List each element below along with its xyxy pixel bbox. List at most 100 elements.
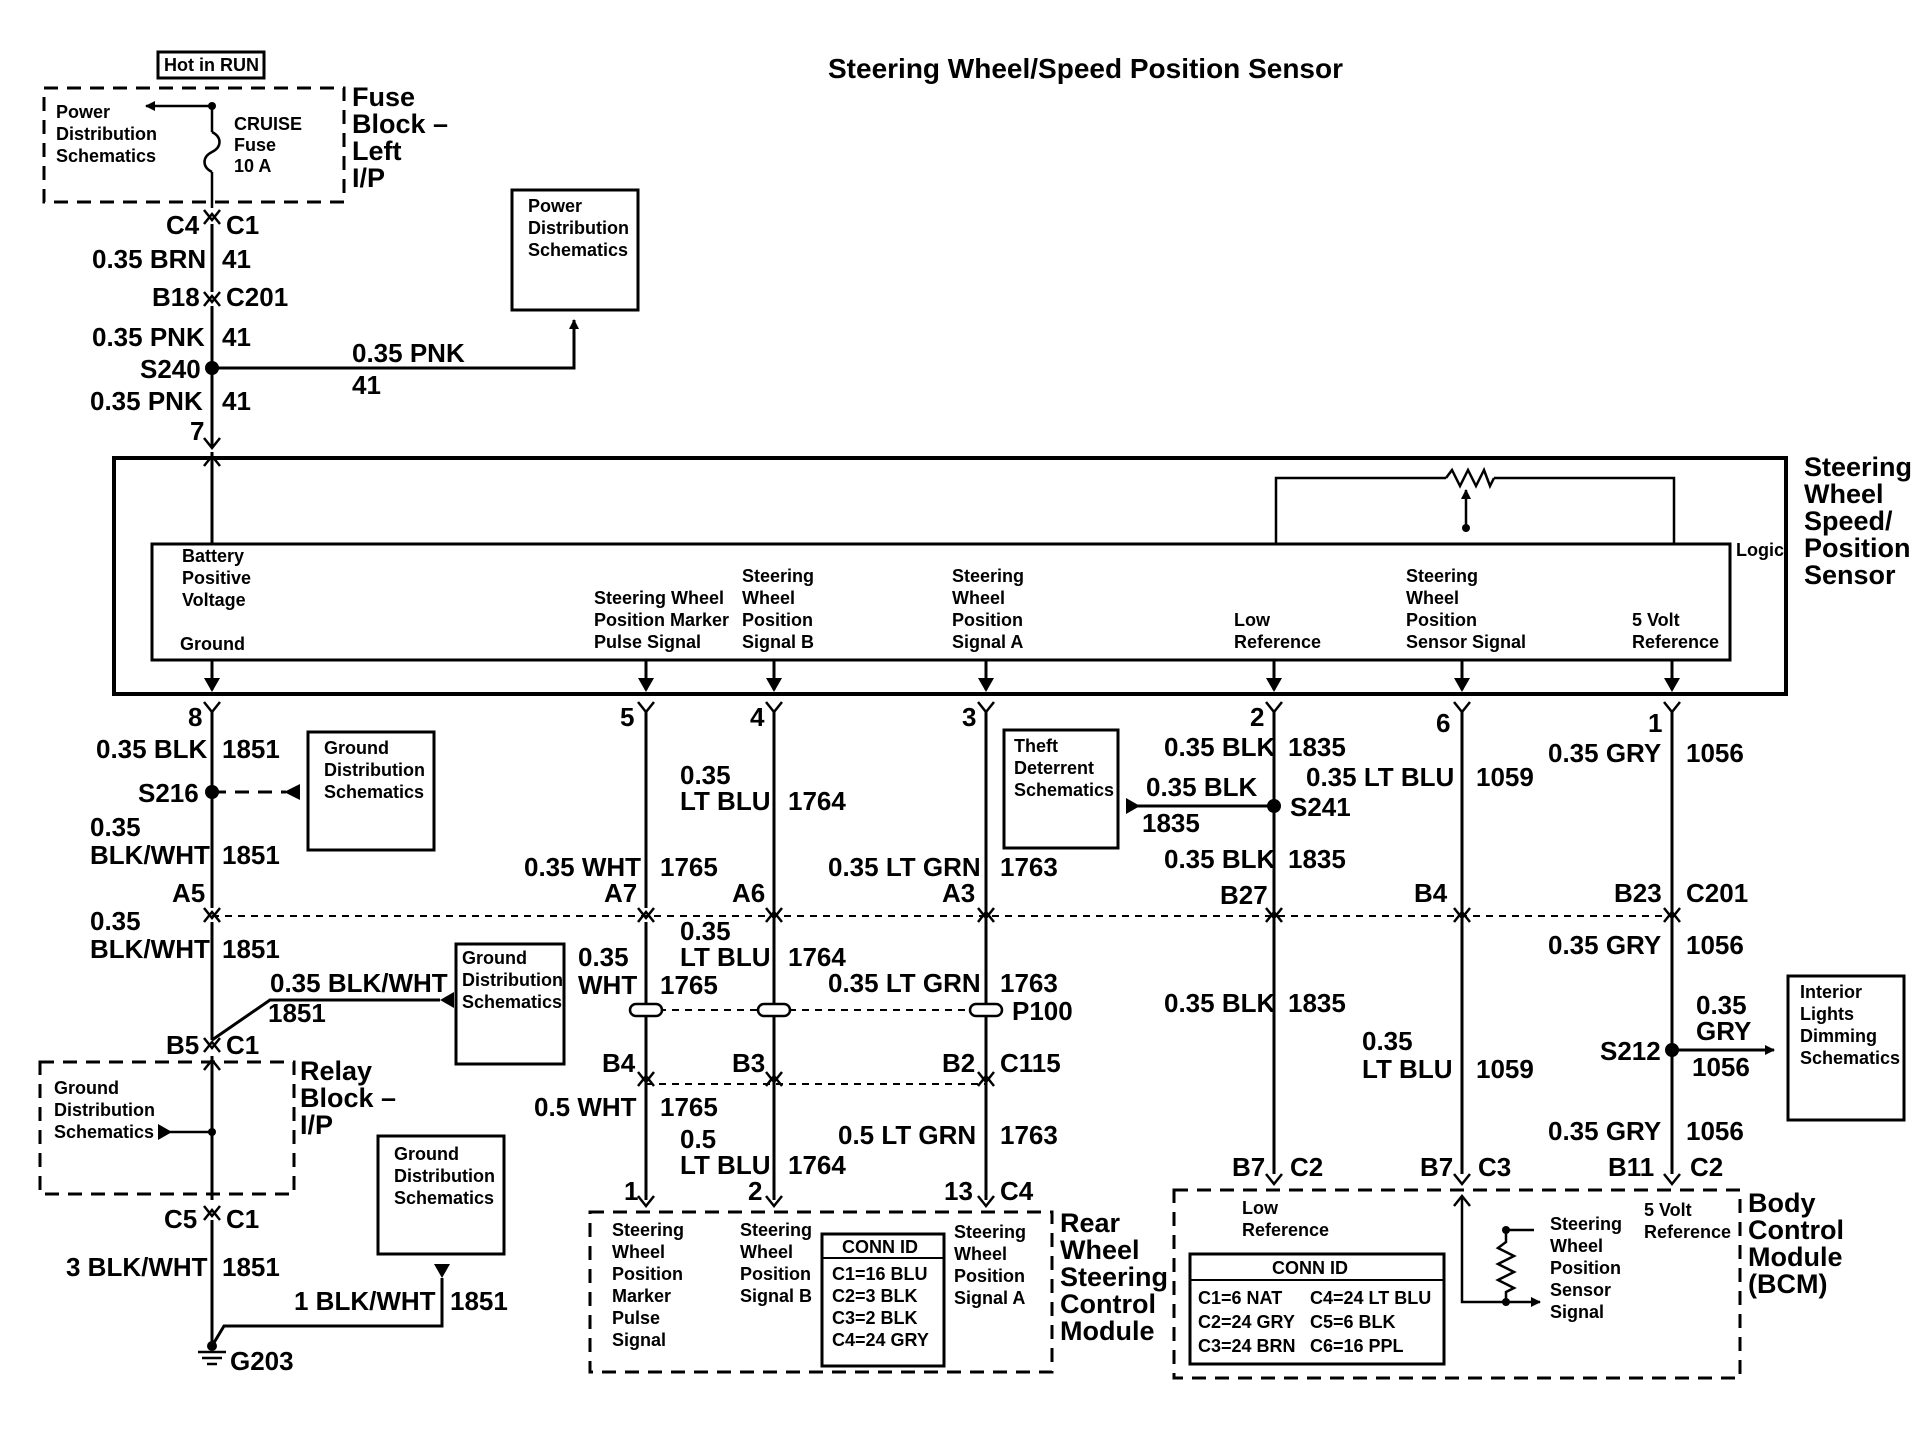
gds-label: Schematics: [462, 992, 562, 1012]
svg-text:Sensor: Sensor: [1804, 560, 1896, 590]
bcm-resistor-node: [1502, 1298, 1510, 1306]
ground-distribution-box: [306, 730, 436, 852]
svg-text:Control: Control: [1060, 1289, 1156, 1319]
connector-c4: C4: [1000, 1176, 1034, 1206]
gds-label: Distribution: [462, 970, 563, 990]
wire-label: 0.35: [90, 906, 141, 936]
p100-splice-marker: [756, 1002, 792, 1018]
pin-c1: C1: [226, 1204, 259, 1234]
pin-8: 8: [188, 702, 202, 732]
svg-text:Position: Position: [1406, 610, 1477, 630]
power-distribution-box: [510, 188, 640, 312]
pin-c5: C5: [164, 1204, 197, 1234]
wire-0.35-wht-label: 0.35 WHT: [524, 852, 641, 882]
bcm-pullup-resistor-icon: [1495, 1230, 1517, 1302]
pin-6: 6: [1436, 708, 1450, 738]
svg-text:Pulse Signal: Pulse Signal: [594, 632, 701, 652]
marker-pulse-signal-label: Steering Wheel Position Marker Pulse Sig…: [594, 588, 729, 652]
svg-text:Control: Control: [1748, 1215, 1844, 1245]
low-reference-label: Low Reference: [1234, 610, 1321, 652]
pin-1: 1: [1648, 708, 1662, 738]
fuse-block-title: Fuse Block – Left I/P: [352, 82, 448, 193]
svg-text:Relay: Relay: [300, 1056, 372, 1086]
svg-text:Signal: Signal: [1550, 1302, 1604, 1322]
bcm-resistor-node: [1502, 1226, 1510, 1234]
connector-b18-c201-icon: [203, 291, 221, 307]
potentiometer-icon: [1445, 466, 1496, 490]
svg-text:Position: Position: [1550, 1258, 1621, 1278]
circuit-41-label: 41: [222, 386, 251, 416]
pin-b5: B5: [166, 1030, 199, 1060]
pin-b11-c2-icon: [1663, 1173, 1681, 1187]
connector-a7-icon: [637, 907, 655, 923]
circuit-1059-label: 1059: [1476, 762, 1534, 792]
rwscm-conn-row: C3=2 BLK: [832, 1308, 918, 1328]
theft-label: Schematics: [1014, 780, 1114, 800]
pin-1-icon: [1663, 701, 1681, 715]
svg-text:Steering: Steering: [1804, 452, 1912, 482]
svg-text:Signal B: Signal B: [742, 632, 814, 652]
wire-label: 0.35: [1362, 1026, 1413, 1056]
svg-text:Steering: Steering: [1550, 1214, 1622, 1234]
svg-text:Reference: Reference: [1234, 632, 1321, 652]
svg-text:Hot in RUN: Hot in RUN: [164, 55, 259, 75]
wire-1851-branch: [211, 998, 440, 1042]
sensor-pin-arrows: [204, 660, 1680, 692]
svg-text:Signal A: Signal A: [954, 1288, 1025, 1308]
hot-in-run-label: Hot in RUN: [156, 50, 266, 80]
pin-b18: B18: [152, 282, 200, 312]
cruise-fuse-label: CRUISE Fuse 10 A: [234, 114, 302, 176]
pin-2: 2: [748, 1176, 762, 1206]
connector-c3: C3: [1478, 1152, 1511, 1182]
svg-text:Body: Body: [1748, 1188, 1816, 1218]
connector-c2: C2: [1690, 1152, 1723, 1182]
branch-wire-label: 0.35 BLK/WHT: [270, 968, 448, 998]
wire-41-pnk-branch: [212, 319, 579, 370]
battery-positive-voltage-label: Battery Positive Voltage: [182, 546, 251, 610]
splice-s212-label: S212: [1600, 1036, 1661, 1066]
s241-arrow-icon: [1126, 798, 1140, 814]
wire-0.35-gry-label: 0.35 GRY: [1548, 1116, 1661, 1146]
wire-label: LT BLU: [680, 786, 771, 816]
pin-2-icon: [1265, 701, 1283, 715]
svg-text:Wheel: Wheel: [742, 588, 795, 608]
wire-0.35-gry-label: 0.35 GRY: [1548, 930, 1661, 960]
wire-label: GRY: [1696, 1016, 1751, 1046]
rear-wheel-steering-module: [588, 1210, 1054, 1374]
connector-c4-c1-icon: [203, 209, 221, 225]
pin-5: 5: [620, 702, 634, 732]
circuit-1851-label: 1851: [222, 934, 280, 964]
5-volt-reference-label: 5 Volt Reference: [1632, 610, 1719, 652]
circuit-1835-label: 1835: [1288, 988, 1346, 1018]
pin-13-icon: [977, 1195, 995, 1209]
branch-ground-arrow-icon: [440, 992, 454, 1008]
bcm-5v-ref-label: 5 Volt Reference: [1644, 1200, 1731, 1242]
bcm-conn-row: C2=24 GRY: [1198, 1312, 1295, 1332]
svg-text:Speed/: Speed/: [1804, 506, 1893, 536]
circuit-1835-label: 1835: [1288, 844, 1346, 874]
pin-b23: B23: [1614, 878, 1662, 908]
wire-label: WHT: [578, 970, 637, 1000]
svg-text:Low: Low: [1242, 1198, 1279, 1218]
pin-7-icon: [203, 437, 221, 451]
p100-splice-marker: [628, 1002, 664, 1018]
bcm-conn-id-box: [1188, 1252, 1446, 1366]
pds-box-line: Power: [528, 196, 582, 216]
pin-3-icon: [977, 701, 995, 715]
svg-text:Steering: Steering: [952, 566, 1024, 586]
wire-label: 0.35: [90, 812, 141, 842]
relay-block-title: Relay Block – I/P: [300, 1056, 396, 1140]
wire-label: 0.35: [680, 760, 731, 790]
wire-label: BLK/WHT: [90, 934, 210, 964]
svg-text:Distribution: Distribution: [54, 1100, 155, 1120]
svg-text:Wheel: Wheel: [954, 1244, 1007, 1264]
svg-text:Steering: Steering: [740, 1220, 812, 1240]
bcm-conn-row: C6=16 PPL: [1310, 1336, 1404, 1356]
wire-0.35-blk-label: 0.35 BLK: [96, 734, 207, 764]
circuit-1765-label: 1765: [660, 852, 718, 882]
circuit-1851-label: 1851: [222, 840, 280, 870]
wire-label: 0.5: [680, 1124, 716, 1154]
svg-text:Marker: Marker: [612, 1286, 671, 1306]
svg-text:Block –: Block –: [300, 1083, 396, 1113]
